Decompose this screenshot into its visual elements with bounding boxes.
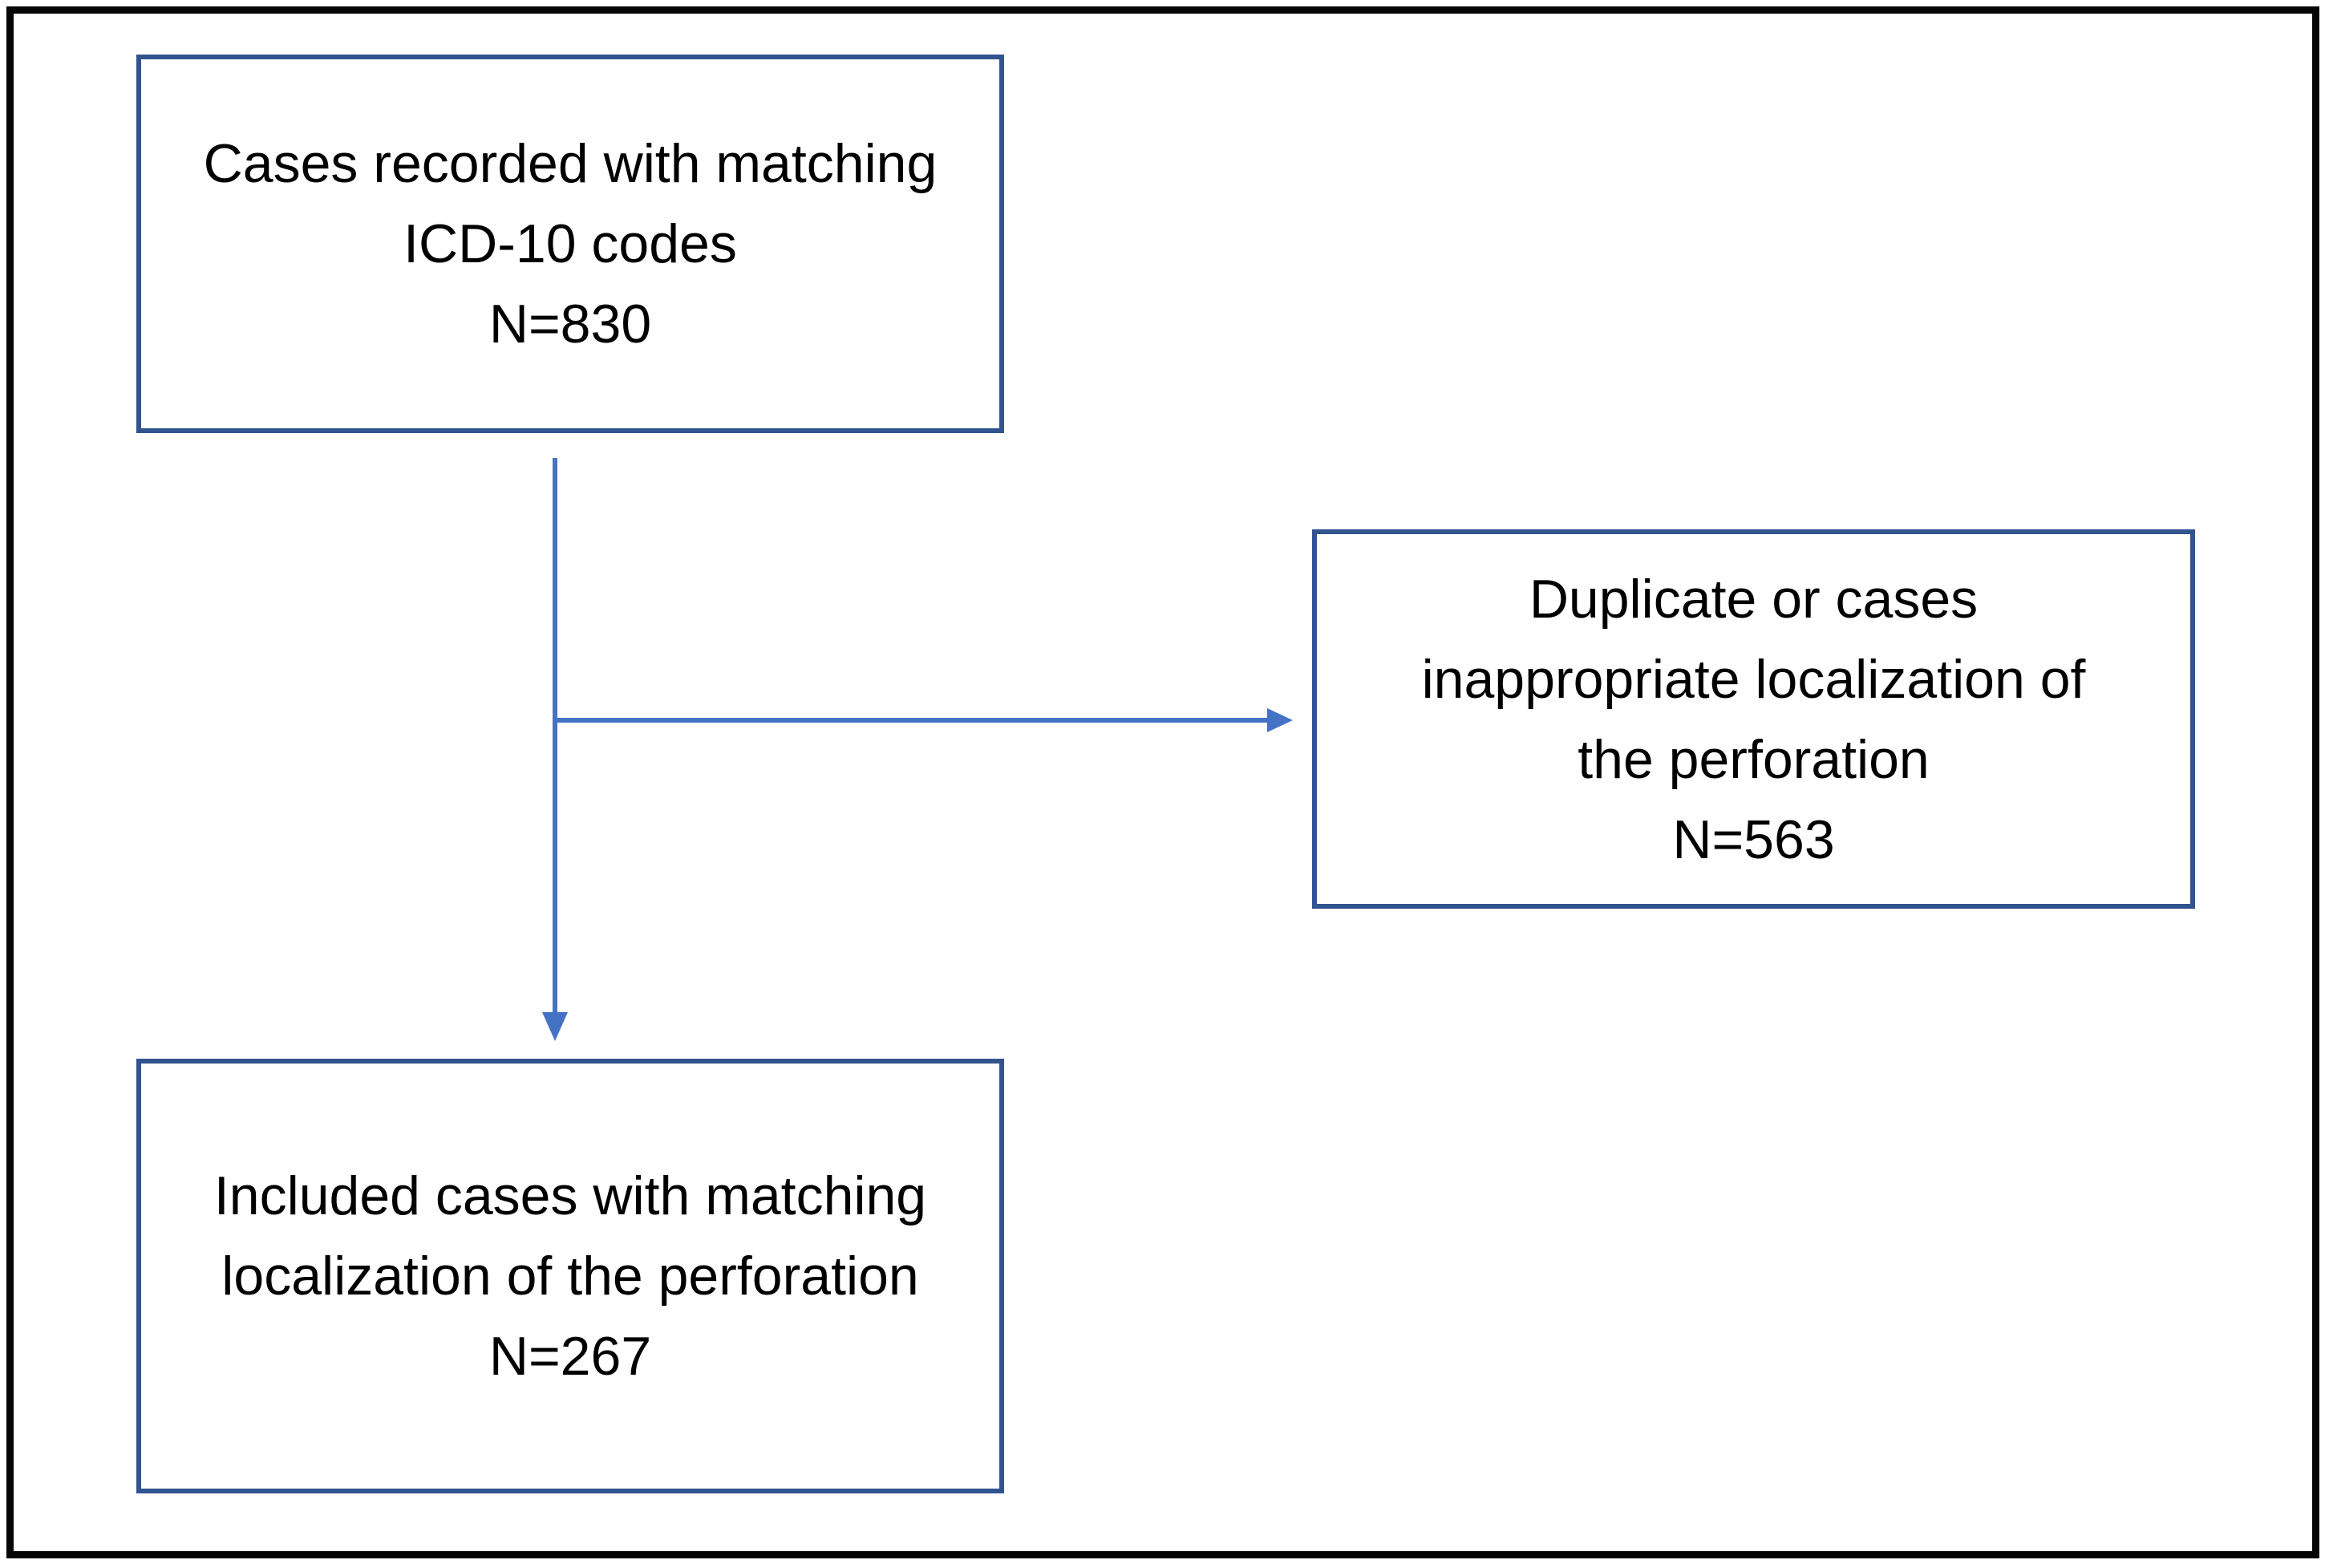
down-arrowhead-icon	[542, 1012, 568, 1041]
flow-box-cases-recorded: Cases recorded with matching ICD-10 code…	[136, 55, 1004, 433]
box-text-line: localization of the perforation	[221, 1246, 919, 1307]
box-text-line: Duplicate or cases	[1529, 568, 1979, 630]
box-text-line: Included cases with matching	[213, 1165, 927, 1226]
box-text-line: the perforation	[1578, 728, 1930, 790]
box-text-line: ICD-10 codes	[403, 213, 737, 274]
horizontal-connector-line	[555, 718, 1267, 723]
box-count-line: N=563	[1672, 808, 1835, 870]
vertical-connector-line	[553, 458, 557, 1012]
figure-outer-frame	[6, 6, 2319, 1558]
box-count-line: N=830	[488, 294, 652, 355]
box-text-line: inappropriate localization of	[1421, 648, 2086, 710]
flow-box-included-cases: Included cases with matching localizatio…	[136, 1059, 1004, 1493]
box-count-line: N=267	[488, 1326, 652, 1387]
right-arrowhead-icon	[1267, 708, 1293, 732]
box-text-line: Cases recorded with matching	[203, 133, 938, 194]
flow-box-excluded-duplicates: Duplicate or cases inappropriate localiz…	[1312, 529, 2195, 909]
